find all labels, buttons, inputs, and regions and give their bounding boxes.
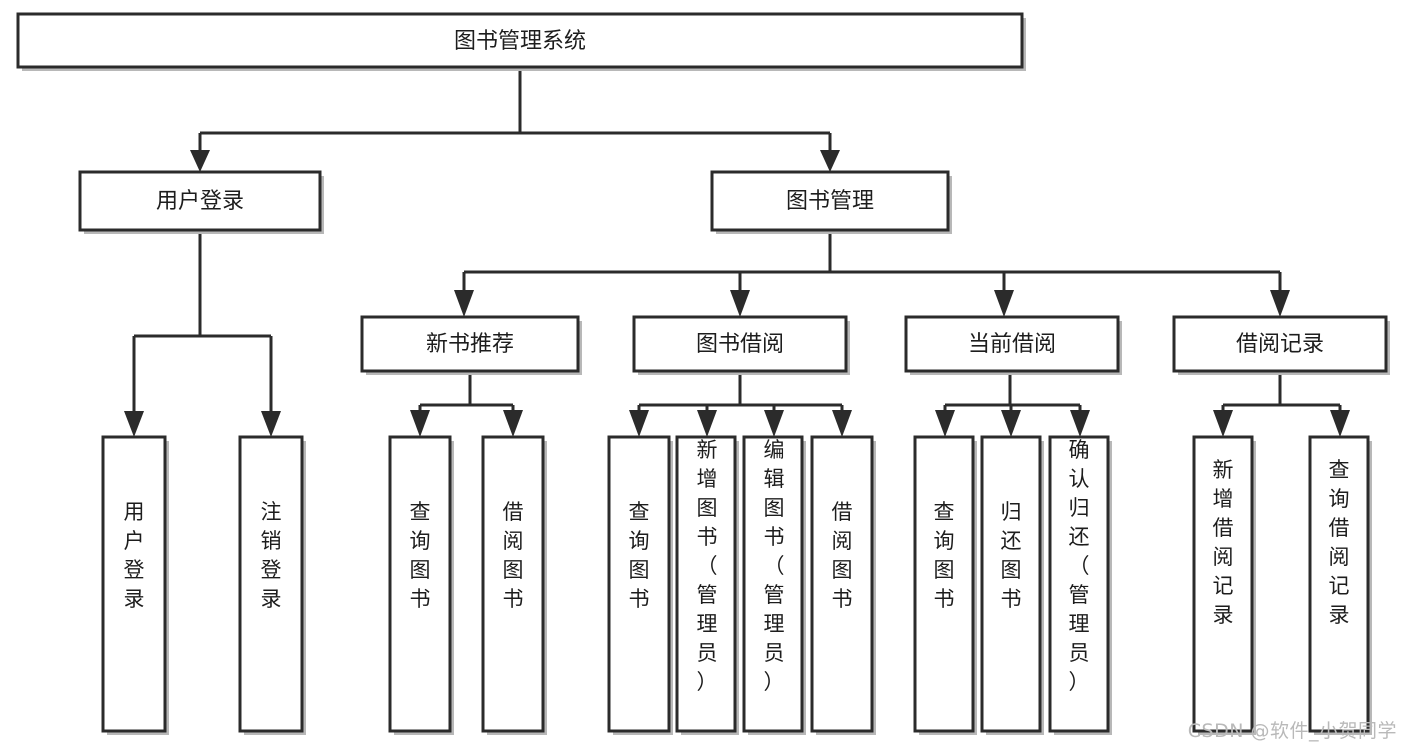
arrow-head-book-manage [820, 150, 840, 172]
arrow-head-nbr-leaf-1 [410, 410, 430, 437]
arrow-head-borrow-record [1270, 290, 1290, 317]
arrow-head-bb-leaf-1 [629, 410, 649, 437]
leaf-confirm-return-box[interactable] [1048, 435, 1110, 733]
node-borrow-record-box[interactable] [1172, 315, 1388, 373]
leaf-confirm-return-label: 确认归还（管理员） [1069, 438, 1090, 694]
leaf-edit-book[interactable]: 编辑图书（管理员） [742, 435, 806, 735]
leaf-add-book[interactable]: 新增图书（管理员） [675, 435, 739, 735]
leaf-user-logout-box[interactable] [238, 435, 304, 733]
node-book-manage-label: 图书管理 [786, 189, 874, 214]
node-book-borrow[interactable]: 图书借阅 [632, 315, 850, 375]
node-borrow-record[interactable]: 借阅记录 [1172, 315, 1390, 375]
node-current-borrow[interactable]: 当前借阅 [904, 315, 1122, 375]
leaf-borrow-book-2[interactable]: 借阅图书 [810, 435, 876, 735]
leaf-add-book-label: 新增图书（管理员） [697, 438, 718, 694]
arrow-head-user-login [190, 150, 210, 172]
leaf-edit-book-box[interactable] [742, 435, 804, 733]
node-user-login-label: 用户登录 [156, 189, 244, 214]
leaf-user-logout[interactable]: 注销登录 [238, 435, 306, 735]
leaf-user-login[interactable]: 用户登录 [101, 435, 169, 735]
leaf-add-record[interactable]: 新增借阅记录 [1192, 435, 1256, 735]
node-borrow-record-label: 借阅记录 [1236, 332, 1324, 357]
node-book-manage[interactable]: 图书管理 [710, 170, 952, 234]
leaf-query-record-box[interactable] [1308, 435, 1370, 733]
leaf-query-record[interactable]: 查询借阅记录 [1308, 435, 1372, 735]
arrow-head-cb-leaf-3 [1070, 410, 1090, 437]
arrow-head-bb-leaf-3 [764, 410, 784, 437]
leaf-user-login-label: 用户登录 [124, 500, 145, 611]
node-new-book-recommend-box[interactable] [360, 315, 580, 373]
node-book-borrow-box[interactable] [632, 315, 848, 373]
leaf-borrow-book-1[interactable]: 借阅图书 [481, 435, 547, 735]
leaf-return-book-label: 归还图书 [1001, 500, 1022, 611]
leaf-add-record-label: 新增借阅记录 [1213, 458, 1234, 627]
node-root-box[interactable] [16, 12, 1024, 69]
csdn-watermark: CSDN @软件_小贺同学 [1187, 720, 1397, 742]
leaf-query-book-1-box[interactable] [388, 435, 452, 733]
node-current-borrow-box[interactable] [904, 315, 1120, 373]
leaf-add-book-box[interactable] [675, 435, 737, 733]
node-current-borrow-label: 当前借阅 [968, 332, 1056, 357]
arrow-head-leaf-user-login [124, 411, 144, 437]
leaf-user-logout-label: 注销登录 [261, 500, 282, 611]
arrow-head-br-leaf-1 [1213, 410, 1233, 437]
leaf-add-record-box[interactable] [1192, 435, 1254, 733]
node-new-book-recommend-label: 新书推荐 [426, 332, 514, 357]
arrow-head-bb-leaf-4 [832, 410, 852, 437]
arrow-head-leaf-user-logout [261, 411, 281, 437]
leaf-query-book-2-label: 查询图书 [629, 500, 650, 611]
leaf-borrow-book-2-box[interactable] [810, 435, 874, 733]
leaf-edit-book-label: 编辑图书（管理员） [764, 438, 785, 694]
arrow-head-current-borrow [994, 290, 1014, 317]
arrow-head-br-leaf-2 [1330, 410, 1350, 437]
node-user-login[interactable]: 用户登录 [78, 170, 324, 234]
connector-layer [124, 67, 1350, 437]
node-root-label: 图书管理系统 [454, 29, 586, 54]
node-root[interactable]: 图书管理系统 [16, 12, 1026, 71]
leaf-confirm-return[interactable]: 确认归还（管理员） [1048, 435, 1112, 735]
leaf-query-book-2[interactable]: 查询图书 [607, 435, 673, 735]
leaf-query-book-3[interactable]: 查询图书 [913, 435, 977, 735]
leaf-query-book-2-box[interactable] [607, 435, 671, 733]
leaf-borrow-book-1-box[interactable] [481, 435, 545, 733]
arrow-head-new-book-recommend [454, 290, 474, 317]
leaf-borrow-book-1-label: 借阅图书 [503, 500, 524, 611]
leaf-borrow-book-2-label: 借阅图书 [832, 500, 853, 611]
leaf-return-book-box[interactable] [980, 435, 1042, 733]
leaf-query-book-3-label: 查询图书 [934, 500, 955, 611]
arrow-head-cb-leaf-2 [1001, 410, 1021, 437]
arrow-head-nbr-leaf-2 [503, 410, 523, 437]
leaf-user-login-box[interactable] [101, 435, 167, 733]
leaf-query-book-3-box[interactable] [913, 435, 975, 733]
node-new-book-recommend[interactable]: 新书推荐 [360, 315, 582, 375]
arrow-head-book-borrow [730, 290, 750, 317]
leaf-query-book-1[interactable]: 查询图书 [388, 435, 454, 735]
node-book-borrow-label: 图书借阅 [696, 332, 784, 357]
node-user-login-box[interactable] [78, 170, 322, 232]
node-book-manage-box[interactable] [710, 170, 950, 232]
leaf-query-book-1-label: 查询图书 [410, 500, 431, 611]
arrow-head-cb-leaf-1 [935, 410, 955, 437]
arrow-head-bb-leaf-2 [697, 410, 717, 437]
leaf-query-record-label: 查询借阅记录 [1329, 458, 1350, 627]
leaf-return-book[interactable]: 归还图书 [980, 435, 1044, 735]
